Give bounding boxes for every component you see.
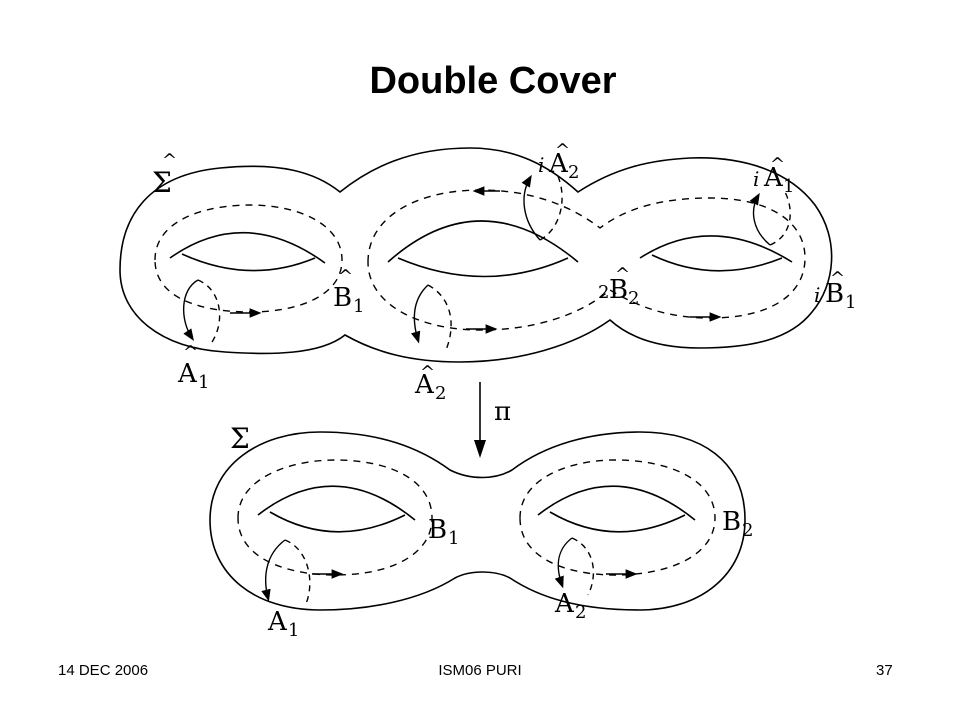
upper-a2-front bbox=[410, 284, 429, 344]
lower-labels: Σ A 1 B 1 A 2 B 2 bbox=[230, 422, 753, 641]
upper-ib1-sub: 1 bbox=[845, 292, 856, 313]
upper-ib1-label: B bbox=[825, 279, 844, 309]
upper-hole-1-top bbox=[169, 231, 326, 264]
lower-outer-boundary bbox=[209, 431, 746, 611]
upper-a1-sub: 1 bbox=[198, 372, 209, 393]
footer-page-number: 37 bbox=[876, 662, 893, 679]
upper-hat-sigma: ^ bbox=[162, 150, 177, 171]
upper-a1-back bbox=[197, 279, 221, 343]
upper-hole-1-bottom bbox=[181, 253, 316, 272]
lower-b2-sub: 2 bbox=[742, 520, 753, 541]
upper-outer-boundary bbox=[119, 147, 833, 363]
upper-hat-a2: ^ bbox=[420, 362, 435, 383]
lower-b1-sub: 1 bbox=[448, 528, 459, 549]
upper-hole-2-bottom bbox=[397, 257, 569, 278]
upper-hole-3-bottom bbox=[651, 254, 783, 272]
lower-a1-label: A bbox=[267, 607, 288, 637]
upper-hat-2b2: ^ bbox=[615, 264, 630, 285]
upper-ia1-label: A bbox=[763, 163, 784, 193]
lower-b2-cycle bbox=[519, 459, 716, 576]
upper-ia1-sub: 1 bbox=[783, 176, 794, 197]
lower-hole-1-top bbox=[257, 485, 416, 521]
upper-2b2-cycle bbox=[367, 189, 806, 331]
upper-hat-b1: ^ bbox=[338, 266, 353, 287]
lower-sigma-label: Σ bbox=[230, 422, 250, 455]
upper-hat-ia2: ^ bbox=[555, 140, 570, 161]
upper-2b2-prefix: 2 bbox=[598, 282, 609, 303]
upper-ia2-label: A bbox=[548, 149, 569, 179]
upper-a1-front bbox=[182, 279, 199, 341]
lower-hole-1-bottom bbox=[269, 511, 406, 533]
upper-a2-label: A bbox=[414, 370, 435, 400]
lower-cycles bbox=[237, 459, 716, 607]
upper-2b2-label: B bbox=[609, 275, 628, 305]
upper-ia1-prefix: i bbox=[753, 167, 759, 191]
upper-b1-cycle bbox=[154, 204, 343, 313]
slide-title: Double Cover bbox=[369, 60, 617, 102]
upper-hat-ib1: ^ bbox=[830, 268, 845, 289]
lower-a2-back bbox=[571, 537, 595, 596]
upper-hat-a1: ^ bbox=[183, 342, 198, 363]
upper-ia1-back bbox=[769, 189, 791, 246]
lower-b2-label: B bbox=[722, 507, 741, 537]
projection-arrow: π bbox=[474, 382, 511, 458]
upper-ib1-prefix: i bbox=[814, 283, 820, 307]
upper-ia2-back bbox=[539, 171, 563, 241]
lower-a2-front bbox=[554, 537, 573, 589]
upper-a1-label: A bbox=[177, 359, 198, 389]
upper-ia2-sub: 2 bbox=[568, 162, 579, 183]
upper-hat-ia1: ^ bbox=[770, 154, 785, 175]
upper-cycles bbox=[154, 171, 806, 351]
lower-a1-sub: 1 bbox=[288, 620, 299, 641]
footer-event: ISM06 PURI bbox=[438, 662, 522, 679]
upper-2b2-sub: 2 bbox=[628, 288, 639, 309]
upper-ia1-front bbox=[749, 192, 771, 246]
upper-ia2-front bbox=[521, 174, 541, 241]
upper-hole-3-top bbox=[639, 235, 793, 263]
upper-labels: ^ Σ ^ A 1 ^ B 1 ^ A 2 i ^ A 2 i ^ A 1 i … bbox=[152, 140, 856, 404]
lower-a2-label: A bbox=[554, 589, 575, 619]
upper-b1-sub: 1 bbox=[353, 296, 364, 317]
lower-hole-2-top bbox=[537, 485, 696, 521]
lower-b1-cycle bbox=[237, 459, 433, 576]
upper-hole-2-top bbox=[387, 220, 579, 263]
upper-a2-back bbox=[427, 284, 452, 351]
upper-a2-sub: 2 bbox=[435, 383, 446, 404]
footer-date: 14 DEC 2006 bbox=[58, 662, 149, 679]
upper-b1-label: B bbox=[333, 283, 352, 313]
upper-ia2-prefix: i bbox=[538, 153, 544, 177]
lower-a1-back bbox=[284, 539, 311, 607]
upper-surface bbox=[119, 147, 833, 363]
upper-sigma-label: Σ bbox=[152, 166, 172, 199]
lower-a2-sub: 2 bbox=[575, 602, 586, 623]
lower-surface bbox=[209, 431, 746, 611]
lower-a1-front bbox=[261, 539, 286, 602]
lower-hole-2-bottom bbox=[549, 511, 686, 533]
lower-b1-label: B bbox=[428, 515, 447, 545]
projection-label: π bbox=[494, 397, 511, 427]
